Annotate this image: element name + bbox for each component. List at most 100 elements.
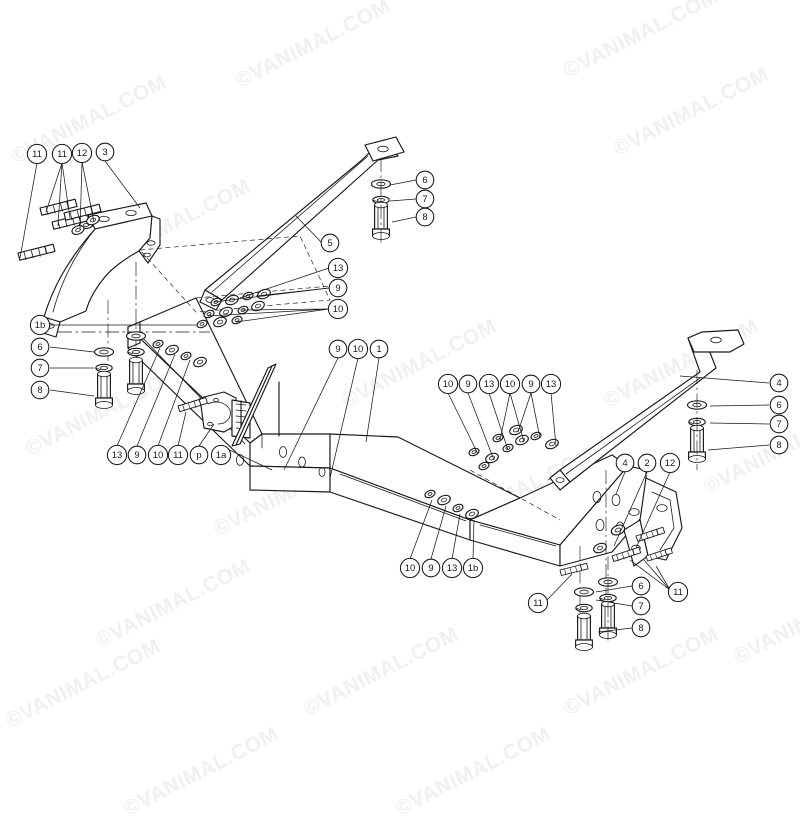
callout-label: 9 bbox=[528, 379, 533, 390]
callout-6[interactable]: 6 bbox=[631, 576, 651, 596]
callout-bubble bbox=[30, 337, 50, 357]
callout-10[interactable]: 10 bbox=[347, 338, 369, 360]
left-hardware-stack-outer bbox=[93, 347, 115, 410]
callout-p[interactable]: p bbox=[189, 445, 209, 465]
callout-11[interactable]: 11 bbox=[527, 592, 549, 614]
callout-bubble bbox=[659, 452, 681, 474]
callout-8[interactable]: 8 bbox=[769, 435, 789, 455]
callout-bubble bbox=[421, 558, 441, 578]
callout-13[interactable]: 13 bbox=[540, 373, 562, 395]
callout-11[interactable]: 11 bbox=[167, 444, 189, 466]
callout-bubble bbox=[478, 373, 500, 395]
callout-4[interactable]: 4 bbox=[615, 453, 635, 473]
callout-12[interactable]: 12 bbox=[71, 142, 93, 164]
callout-9[interactable]: 9 bbox=[127, 445, 147, 465]
callout-9[interactable]: 9 bbox=[328, 278, 348, 298]
callout-bubble bbox=[51, 143, 73, 165]
callout-9[interactable]: 9 bbox=[421, 558, 441, 578]
callout-label: 13 bbox=[112, 450, 123, 461]
callout-7[interactable]: 7 bbox=[769, 414, 789, 434]
callout-9[interactable]: 9 bbox=[458, 374, 478, 394]
callout-3[interactable]: 3 bbox=[95, 142, 115, 162]
callout-bubble bbox=[769, 373, 789, 393]
callout-bubble bbox=[328, 339, 348, 359]
callout-label: 13 bbox=[546, 379, 557, 390]
callout-label: 10 bbox=[443, 379, 454, 390]
callout-label: 8 bbox=[422, 212, 427, 223]
callout-bubble bbox=[769, 395, 789, 415]
callout-9[interactable]: 9 bbox=[328, 339, 348, 359]
callout-bubble bbox=[462, 557, 484, 579]
callout-13[interactable]: 13 bbox=[478, 373, 500, 395]
callout-label: 1 bbox=[376, 344, 381, 355]
callout-label: 7 bbox=[422, 194, 427, 205]
callout-2[interactable]: 2 bbox=[637, 453, 657, 473]
callout-6[interactable]: 6 bbox=[415, 170, 435, 190]
callout-bubble bbox=[415, 170, 435, 190]
callout-label: 11 bbox=[673, 587, 683, 598]
callout-7[interactable]: 7 bbox=[631, 596, 651, 616]
callout-7[interactable]: 7 bbox=[30, 358, 50, 378]
callout-1b[interactable]: 1b bbox=[29, 314, 51, 336]
callout-label: 9 bbox=[428, 563, 433, 574]
callout-bubble bbox=[437, 373, 459, 395]
callout-bubble bbox=[29, 314, 51, 336]
callout-13[interactable]: 13 bbox=[441, 557, 463, 579]
callout-6[interactable]: 6 bbox=[30, 337, 50, 357]
callout-bubble bbox=[369, 339, 389, 359]
callout-11[interactable]: 11 bbox=[51, 143, 73, 165]
callout-label: 8 bbox=[37, 385, 42, 396]
callout-label: 10 bbox=[153, 450, 164, 461]
callout-10[interactable]: 10 bbox=[437, 373, 459, 395]
callout-label: 11 bbox=[173, 450, 183, 461]
callout-1a[interactable]: 1a bbox=[210, 444, 232, 466]
callout-5[interactable]: 5 bbox=[320, 233, 340, 253]
callout-12[interactable]: 12 bbox=[659, 452, 681, 474]
callout-bubble bbox=[769, 414, 789, 434]
callout-bubble bbox=[106, 444, 128, 466]
callout-8[interactable]: 8 bbox=[415, 207, 435, 227]
callout-11[interactable]: 11 bbox=[26, 143, 48, 165]
callout-8[interactable]: 8 bbox=[631, 618, 651, 638]
main-crossmember bbox=[127, 297, 647, 567]
callout-label: 9 bbox=[335, 283, 340, 294]
callout-bubble bbox=[441, 557, 463, 579]
callout-13[interactable]: 13 bbox=[106, 444, 128, 466]
callout-label: 2 bbox=[644, 458, 649, 469]
callout-13[interactable]: 13 bbox=[327, 257, 349, 279]
callout-bubble bbox=[30, 358, 50, 378]
callout-7[interactable]: 7 bbox=[415, 189, 435, 209]
callout-label: 10 bbox=[353, 344, 364, 355]
centre-brace bbox=[231, 363, 280, 447]
callout-4[interactable]: 4 bbox=[769, 373, 789, 393]
callout-10[interactable]: 10 bbox=[399, 557, 421, 579]
callout-label: 4 bbox=[622, 458, 627, 469]
callout-10[interactable]: 10 bbox=[327, 298, 349, 320]
callout-label: 9 bbox=[335, 344, 340, 355]
callout-bubble bbox=[210, 444, 232, 466]
callout-label: 13 bbox=[484, 379, 495, 390]
callout-label: 12 bbox=[77, 148, 88, 159]
callout-bubble bbox=[415, 207, 435, 227]
callout-bubble bbox=[127, 445, 147, 465]
callout-label: 6 bbox=[422, 175, 427, 186]
callout-bubble bbox=[637, 453, 657, 473]
callout-6[interactable]: 6 bbox=[769, 395, 789, 415]
callout-label: 9 bbox=[465, 379, 470, 390]
top-right-hardware-stack bbox=[370, 158, 392, 246]
left-mounting-bracket bbox=[39, 202, 161, 338]
callout-11[interactable]: 11 bbox=[667, 581, 689, 603]
callout-label: 11 bbox=[57, 149, 67, 160]
callout-1b[interactable]: 1b bbox=[462, 557, 484, 579]
callout-10[interactable]: 10 bbox=[147, 444, 169, 466]
callout-label: 6 bbox=[776, 400, 781, 411]
bottom-right-hardware-inner bbox=[597, 556, 619, 642]
callout-label: 1b bbox=[35, 320, 46, 331]
callout-bubble bbox=[521, 374, 541, 394]
callout-bubble bbox=[615, 453, 635, 473]
callout-10[interactable]: 10 bbox=[499, 373, 521, 395]
callout-9[interactable]: 9 bbox=[521, 374, 541, 394]
callout-1[interactable]: 1 bbox=[369, 339, 389, 359]
callout-8[interactable]: 8 bbox=[30, 380, 50, 400]
